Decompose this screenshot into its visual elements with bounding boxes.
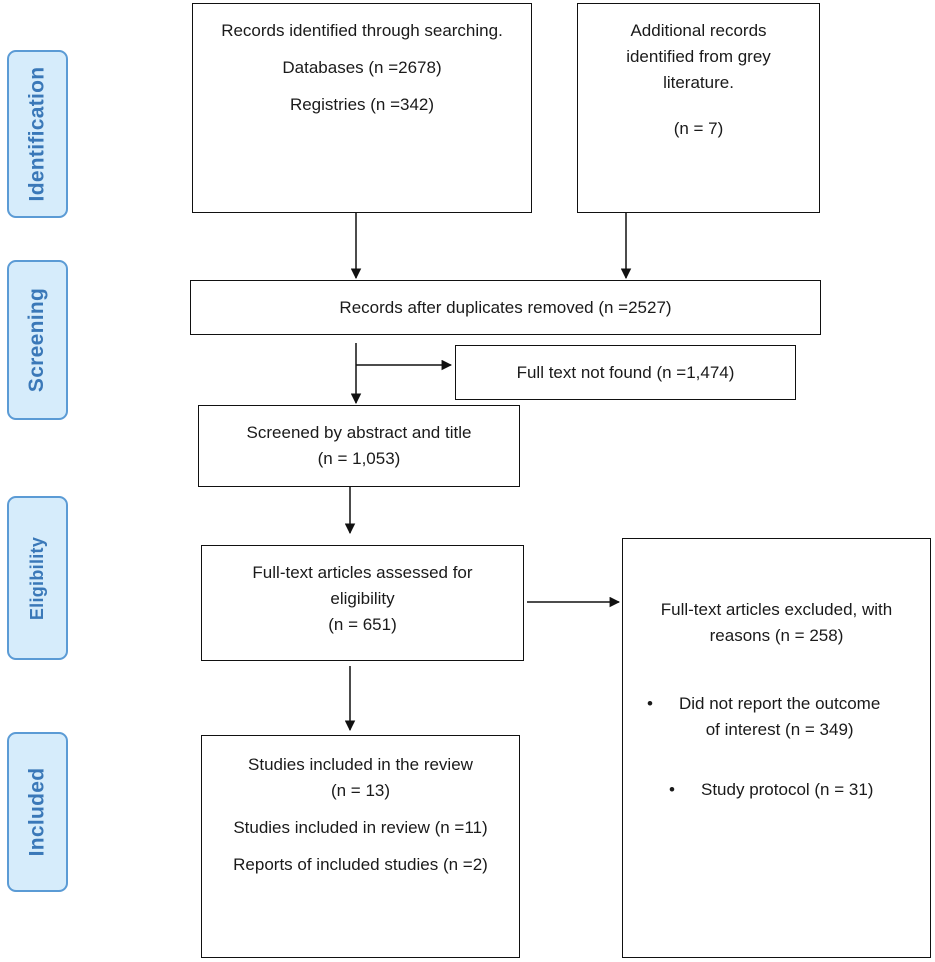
assessed-count: (n = 651): [328, 615, 397, 634]
stage-screening: Screening: [7, 260, 68, 420]
full-text-not-found-box: Full text not found (n =1,474): [455, 345, 796, 400]
screened-count: (n = 1,053): [317, 449, 401, 468]
stage-identification-label: Identification: [25, 66, 49, 202]
included-line1: Studies included in the review: [248, 755, 473, 774]
registries-count: Registries (n =342): [289, 95, 435, 114]
records-identified-title: Records identified through searching.: [221, 21, 503, 40]
excluded-reason-1-line1: Did not report the outcome: [679, 694, 881, 713]
bullet-icon: •: [647, 694, 653, 713]
excluded-box: Full-text articles excluded, with reason…: [622, 538, 931, 958]
grey-literature-line1: Additional records: [630, 21, 767, 40]
excluded-line2: reasons (n = 258): [709, 626, 844, 645]
assessed-line2: eligibility: [330, 589, 395, 608]
assessed-line1: Full-text articles assessed for: [252, 563, 473, 582]
screened-box: Screened by abstract and title (n = 1,05…: [198, 405, 520, 487]
grey-literature-line2: identified from grey: [626, 47, 771, 66]
excluded-reason-2: • Study protocol (n = 31): [669, 777, 930, 803]
full-text-not-found-text: Full text not found (n =1,474): [516, 362, 735, 382]
stage-screening-label: Screening: [25, 287, 49, 393]
stage-included-label: Included: [25, 767, 49, 857]
included-studies: Studies included in review (n =11): [233, 818, 488, 837]
excluded-reason-2-text: Study protocol (n = 31): [701, 780, 874, 799]
databases-count: Databases (n =2678): [282, 58, 442, 77]
excluded-reason-1: • Did not report the outcome of interest…: [647, 691, 930, 743]
included-reports: Reports of included studies (n =2): [233, 855, 488, 874]
grey-literature-count: (n = 7): [673, 119, 724, 138]
grey-literature-line3: literature.: [663, 73, 734, 92]
excluded-reason-1-line2: of interest (n = 349): [705, 720, 854, 739]
assessed-box: Full-text articles assessed for eligibil…: [201, 545, 524, 661]
stage-identification: Identification: [7, 50, 68, 218]
stage-included: Included: [7, 732, 68, 892]
excluded-line1: Full-text articles excluded, with: [660, 600, 893, 619]
records-identified-box: Records identified through searching. Da…: [192, 3, 532, 213]
stage-eligibility-label: Eligibility: [27, 536, 47, 620]
duplicates-removed-text: Records after duplicates removed (n =252…: [339, 297, 672, 317]
screened-text: Screened by abstract and title: [246, 423, 472, 442]
grey-literature-box: Additional records identified from grey …: [577, 3, 820, 213]
included-box: Studies included in the review (n = 13) …: [201, 735, 520, 958]
included-count: (n = 13): [330, 781, 391, 800]
bullet-icon: •: [669, 780, 675, 799]
stage-eligibility: Eligibility: [7, 496, 68, 660]
duplicates-removed-box: Records after duplicates removed (n =252…: [190, 280, 821, 335]
